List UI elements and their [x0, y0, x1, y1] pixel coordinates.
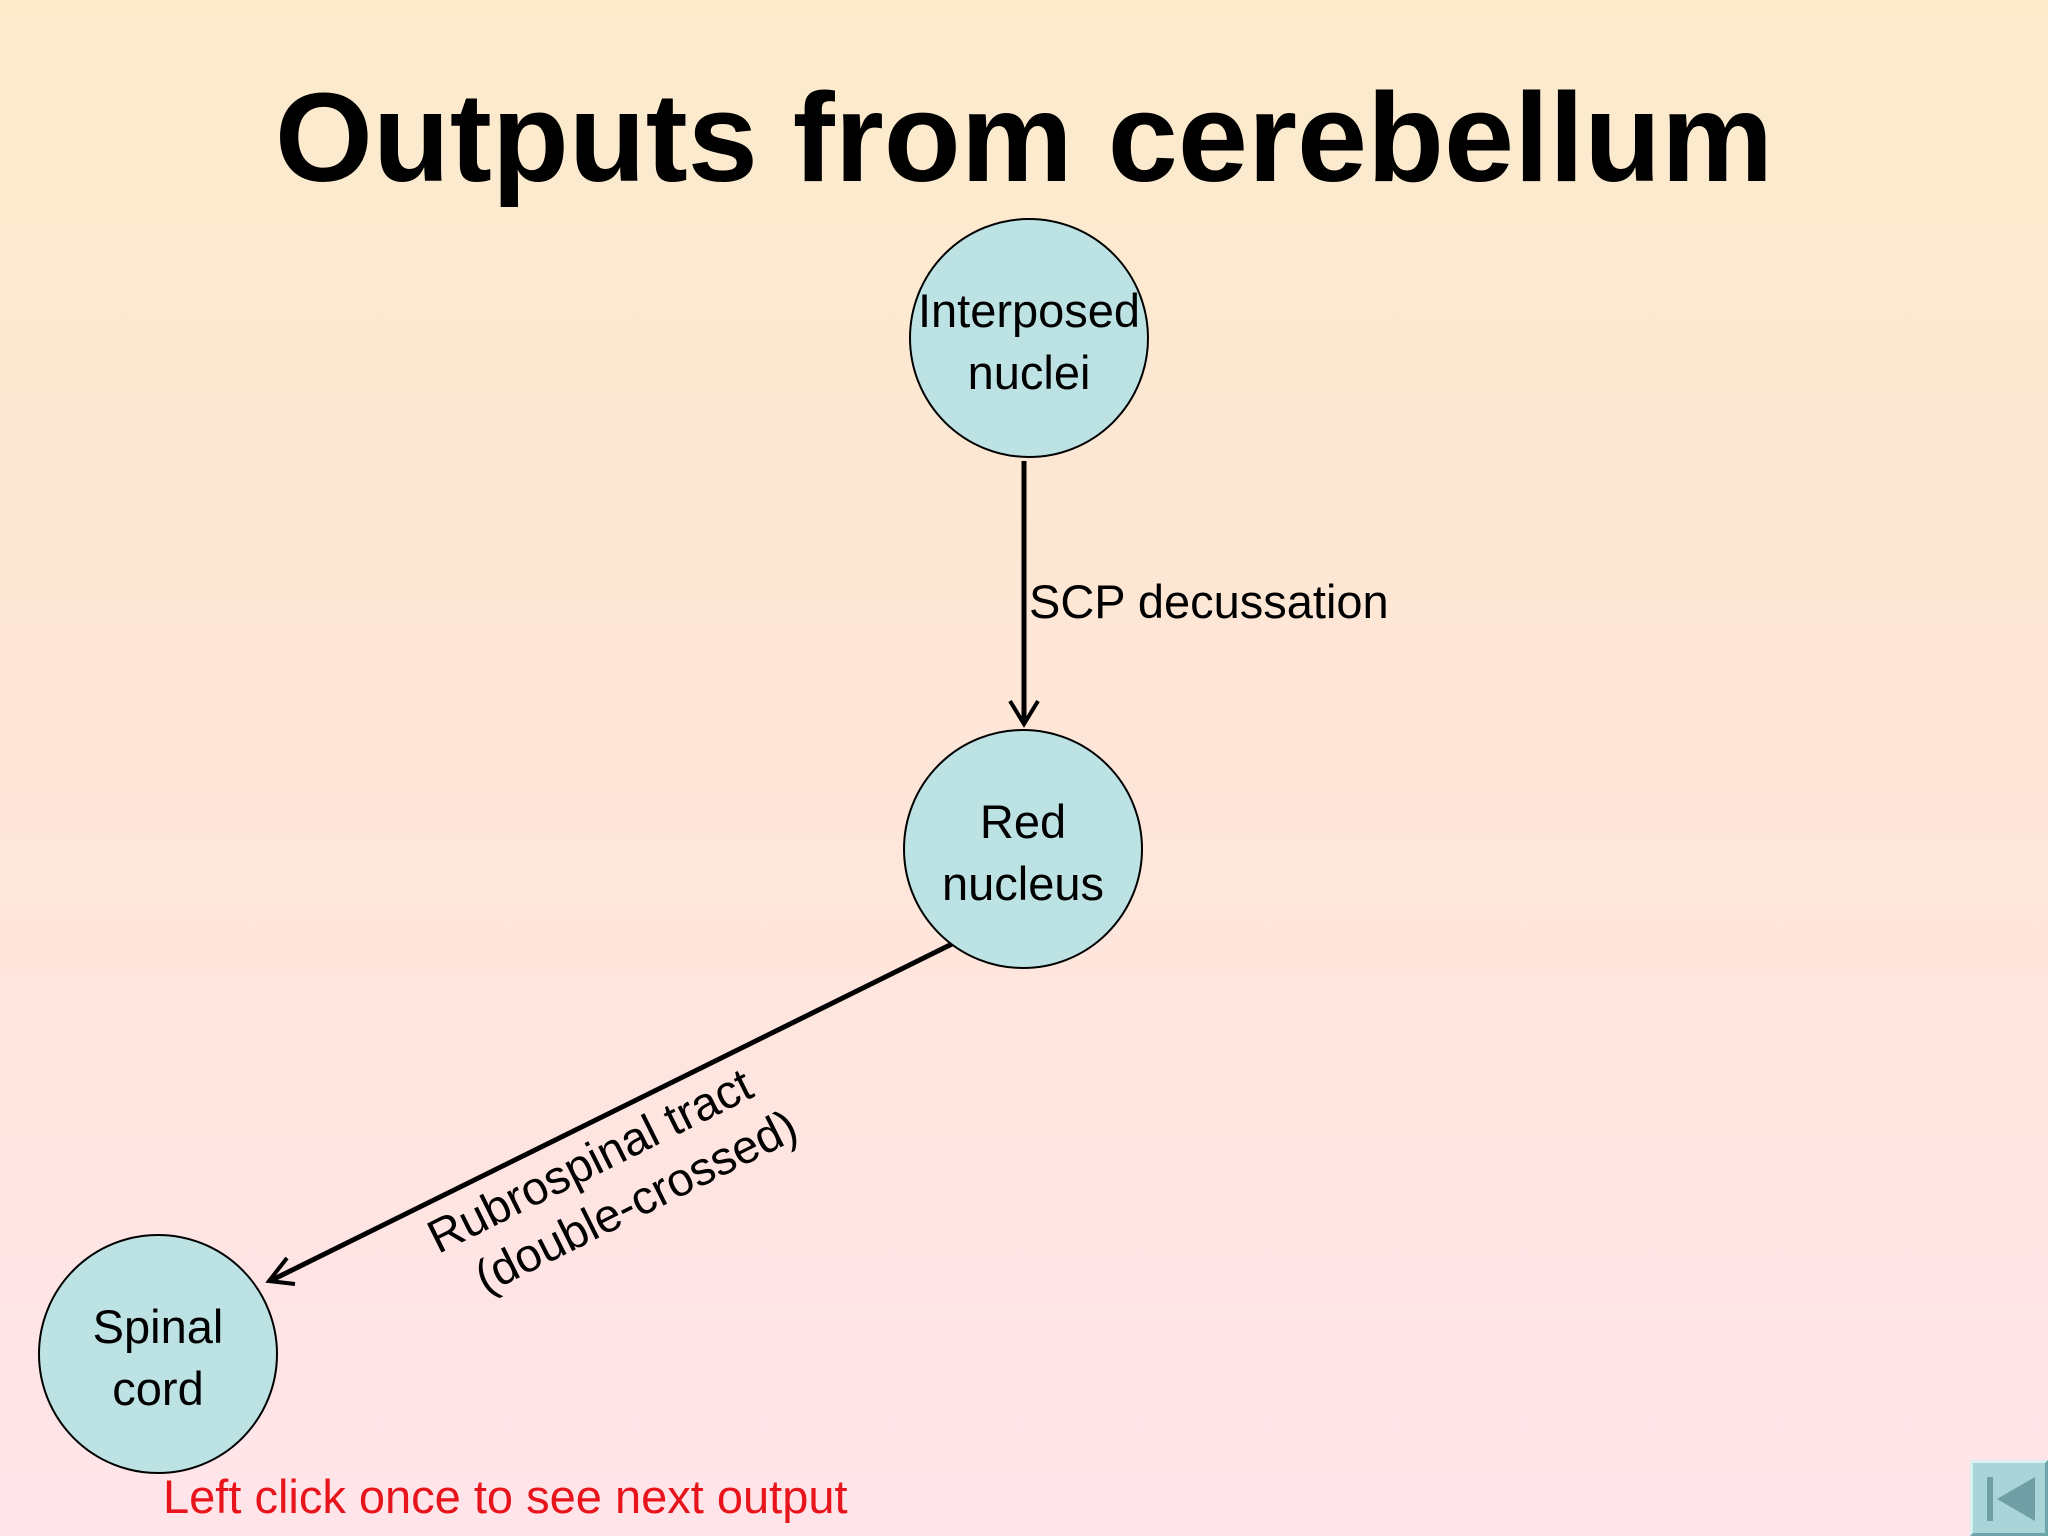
- node-red-circle: [903, 729, 1143, 969]
- arrowhead-spinal-icon: [265, 1256, 296, 1286]
- edge-label-scp-decussation: SCP decussation: [1029, 575, 1389, 628]
- node-spinal-label-line1: Spinal: [93, 1300, 224, 1353]
- hint-text: Left click once to see next output: [163, 1470, 848, 1523]
- edge-interposed-to-red: [1008, 461, 1040, 728]
- node-red-label-line2: nucleus: [942, 857, 1104, 910]
- node-spinal-cord: Spinal cord: [38, 1234, 278, 1474]
- edge-red-to-spinal: [265, 940, 956, 1286]
- node-spinal-label-line2: cord: [112, 1362, 203, 1415]
- node-interposed-circle: [909, 218, 1149, 458]
- node-spinal-circle: [38, 1234, 278, 1474]
- node-red-nucleus: Red nucleus: [903, 729, 1143, 969]
- first-slide-icon: [1987, 1477, 2035, 1521]
- arrowhead-red-icon: [1008, 699, 1040, 728]
- node-interposed-label-line1: Interposed: [918, 284, 1140, 337]
- first-slide-button[interactable]: [1970, 1460, 2048, 1536]
- node-interposed-nuclei: Interposed nuclei: [909, 218, 1149, 458]
- node-red-label-line1: Red: [980, 795, 1066, 848]
- slide-title: Outputs from cerebellum: [274, 67, 1774, 208]
- edge-line-red-to-spinal: [270, 940, 956, 1283]
- node-interposed-label-line2: nuclei: [968, 346, 1091, 399]
